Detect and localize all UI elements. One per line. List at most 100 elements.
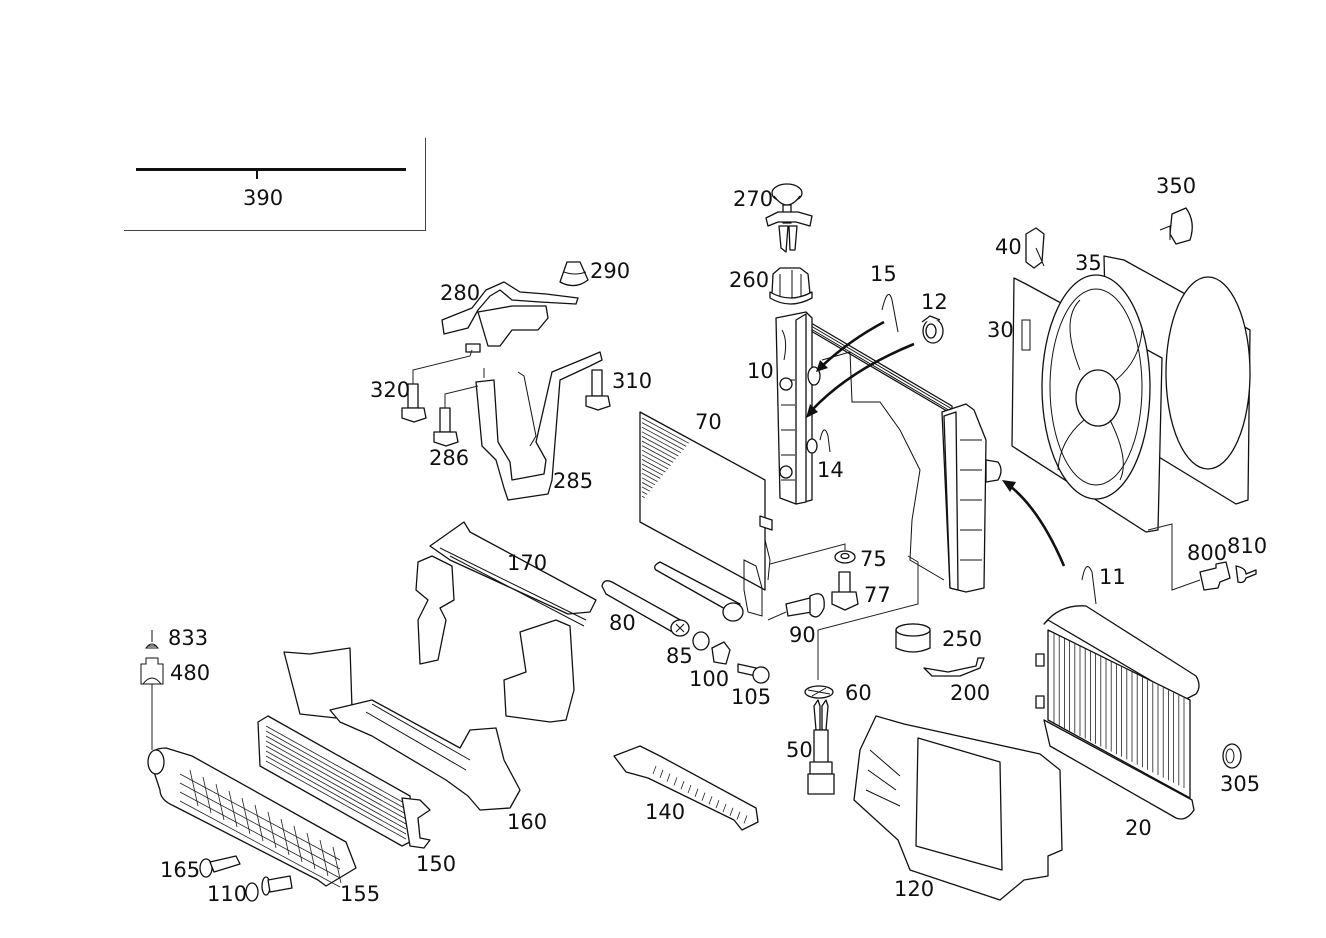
part-85-o-ring (692, 631, 710, 651)
label-60: 60 (845, 681, 872, 705)
part-270-mount-pin (765, 183, 813, 253)
label-250: 250 (942, 627, 983, 651)
deflector-tooth (666, 773, 671, 782)
deflector-tooth (680, 781, 685, 790)
grille-mesh (319, 839, 329, 877)
leaders-condenser (767, 543, 919, 680)
part-833-fastener-symbol (144, 630, 160, 649)
part-390-strip (136, 168, 406, 171)
part-15-clip (881, 293, 899, 333)
grille-mesh (189, 769, 199, 807)
label-40: 40 (995, 235, 1022, 259)
label-810: 810 (1227, 534, 1268, 558)
intercooler-fin (265, 735, 407, 815)
part-20-auxiliary-cooler (1035, 605, 1200, 820)
label-75: 75 (860, 547, 887, 571)
label-20: 20 (1125, 816, 1152, 840)
label-85: 85 (666, 644, 693, 668)
part-350-clip (1159, 207, 1193, 245)
grille-mesh (228, 790, 238, 828)
condenser-fin (641, 472, 658, 482)
part-110-expansion-rivet (245, 875, 293, 902)
deflector-tooth (659, 769, 664, 778)
deflector-tooth (687, 784, 692, 794)
grille-mesh (293, 825, 303, 863)
part-90-bolt (785, 593, 825, 618)
part-10-radiator (775, 311, 1002, 593)
grille-mesh (179, 782, 341, 870)
deflector-tooth (708, 796, 713, 805)
label-11: 11 (1099, 565, 1126, 589)
label-260: 260 (729, 268, 770, 292)
part-250-cap (895, 623, 931, 653)
condenser-fin (641, 486, 650, 492)
grille-mesh (280, 818, 290, 856)
grille-mesh (306, 832, 316, 870)
part-155-air-guide-grille (147, 747, 357, 888)
label-155: 155 (340, 882, 381, 906)
label-833: 833 (168, 626, 209, 650)
part-140-air-deflector (613, 745, 759, 831)
grille-mesh (202, 776, 212, 814)
grille-mesh (215, 783, 225, 821)
condenser-fin (641, 440, 676, 460)
grille-mesh (332, 846, 342, 884)
part-80-drier-cartridge (601, 580, 690, 637)
deflector-tooth (722, 803, 727, 813)
label-285: 285 (553, 469, 594, 493)
inset-box (124, 138, 426, 231)
intercooler-fin (265, 760, 407, 840)
part-14-clip (819, 429, 831, 453)
condenser-fin (641, 454, 669, 470)
part-11-clip (1081, 566, 1097, 605)
part-810-connector-plug (1235, 565, 1257, 584)
grille-mesh (179, 773, 341, 861)
deflector-tooth (736, 811, 741, 820)
deflector-tooth (673, 777, 678, 786)
intercooler-fin (265, 740, 407, 820)
label-15: 15 (870, 262, 897, 286)
part-70-condenser (639, 411, 773, 617)
label-110: 110 (207, 882, 248, 906)
condenser-fin (641, 431, 682, 454)
label-305: 305 (1220, 772, 1261, 796)
part-150-intercooler (257, 715, 431, 849)
label-290: 290 (590, 259, 631, 283)
grille-mesh (179, 791, 341, 879)
condenser-fin (641, 422, 687, 447)
deflector-tooth (715, 800, 720, 809)
label-120: 120 (894, 877, 935, 901)
part-165-expansion-rivet (199, 855, 241, 878)
install-arrows (806, 320, 1066, 567)
part-285-support-bracket (475, 351, 603, 501)
label-50: 50 (786, 738, 813, 762)
intercooler-fin (265, 725, 407, 805)
label-200: 200 (950, 681, 991, 705)
label-480: 480 (170, 661, 211, 685)
label-350: 350 (1156, 174, 1197, 198)
grille-mesh (179, 800, 341, 888)
label-105: 105 (731, 685, 772, 709)
intercooler-fin (265, 755, 407, 835)
grille-mesh (241, 797, 251, 835)
leaders-bracket (412, 349, 485, 408)
part-105-torx-screw (737, 663, 770, 684)
part-50-drain-plug (807, 699, 835, 795)
label-286: 286 (429, 446, 470, 470)
part-120-air-duct-frame (853, 715, 1063, 901)
label-12: 12 (921, 290, 948, 314)
part-480-connector-symbol (140, 657, 164, 750)
label-800: 800 (1187, 541, 1228, 565)
deflector-tooth (743, 815, 748, 824)
label-35: 35 (1075, 251, 1102, 275)
leader-fan-connector (1147, 523, 1201, 591)
part-200-bracket (923, 657, 985, 677)
part-280-upper-bracket (441, 281, 579, 353)
condenser-fin (641, 477, 656, 486)
condenser-fin (641, 445, 674, 463)
part-77-bolt (831, 571, 859, 611)
condenser-fin (641, 426, 684, 450)
part-305-hose-clamp (1222, 743, 1242, 769)
condenser-fin (641, 482, 653, 489)
label-390: 390 (243, 186, 284, 210)
